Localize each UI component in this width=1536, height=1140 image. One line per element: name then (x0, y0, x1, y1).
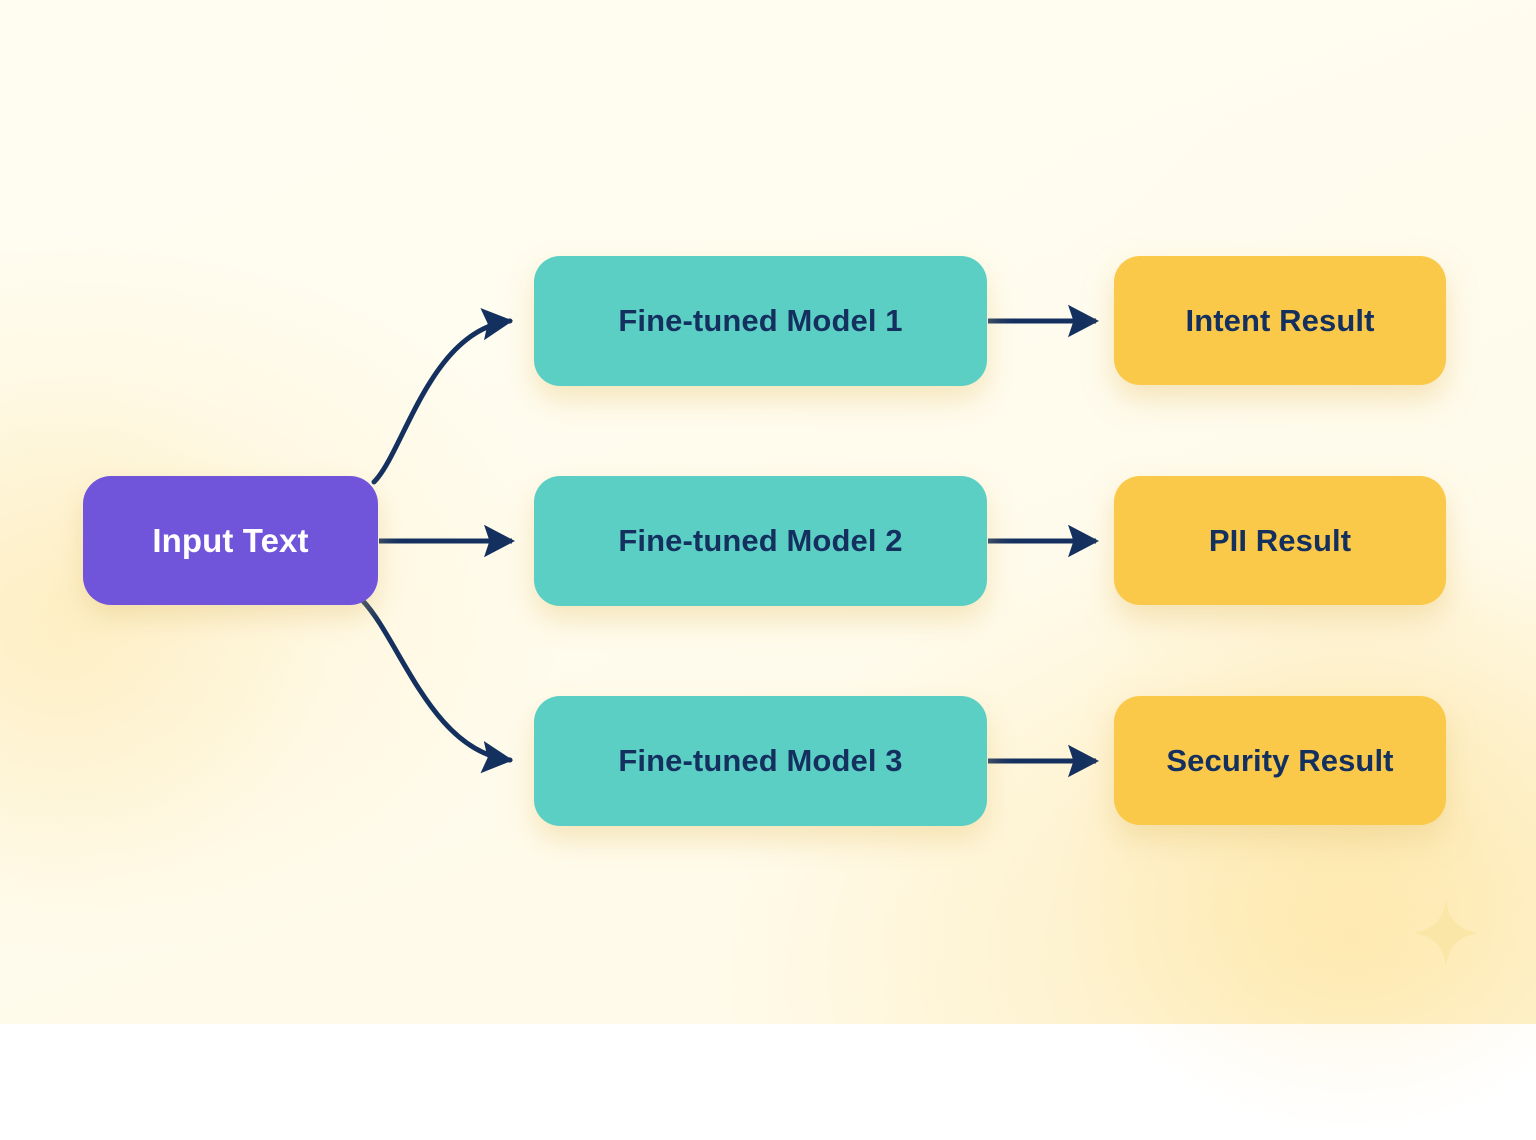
background-glow-right (1030, 520, 1536, 1140)
node-security-result[interactable]: Security Result (1114, 696, 1446, 825)
node-fine-tuned-model-3-label: Fine-tuned Model 3 (618, 743, 903, 778)
edge-input-to-model-3 (360, 598, 513, 774)
node-fine-tuned-model-1[interactable]: Fine-tuned Model 1 (534, 256, 987, 386)
node-fine-tuned-model-3[interactable]: Fine-tuned Model 3 (534, 696, 987, 826)
node-fine-tuned-model-1-label: Fine-tuned Model 1 (618, 303, 903, 338)
node-pii-result[interactable]: PII Result (1114, 476, 1446, 605)
node-fine-tuned-model-2[interactable]: Fine-tuned Model 2 (534, 476, 987, 606)
node-security-result-label: Security Result (1166, 742, 1394, 778)
node-input-text-label: Input Text (152, 521, 309, 559)
node-pii-result-label: PII Result (1208, 522, 1352, 558)
background-glow-left (0, 380, 340, 900)
node-intent-result[interactable]: Intent Result (1114, 256, 1446, 385)
node-intent-result-label: Intent Result (1185, 302, 1375, 338)
sparkle-icon (1414, 900, 1478, 966)
edge-input-to-model-1 (371, 308, 513, 485)
node-input-text[interactable]: Input Text (83, 476, 378, 605)
node-fine-tuned-model-2-label: Fine-tuned Model 2 (618, 523, 903, 558)
